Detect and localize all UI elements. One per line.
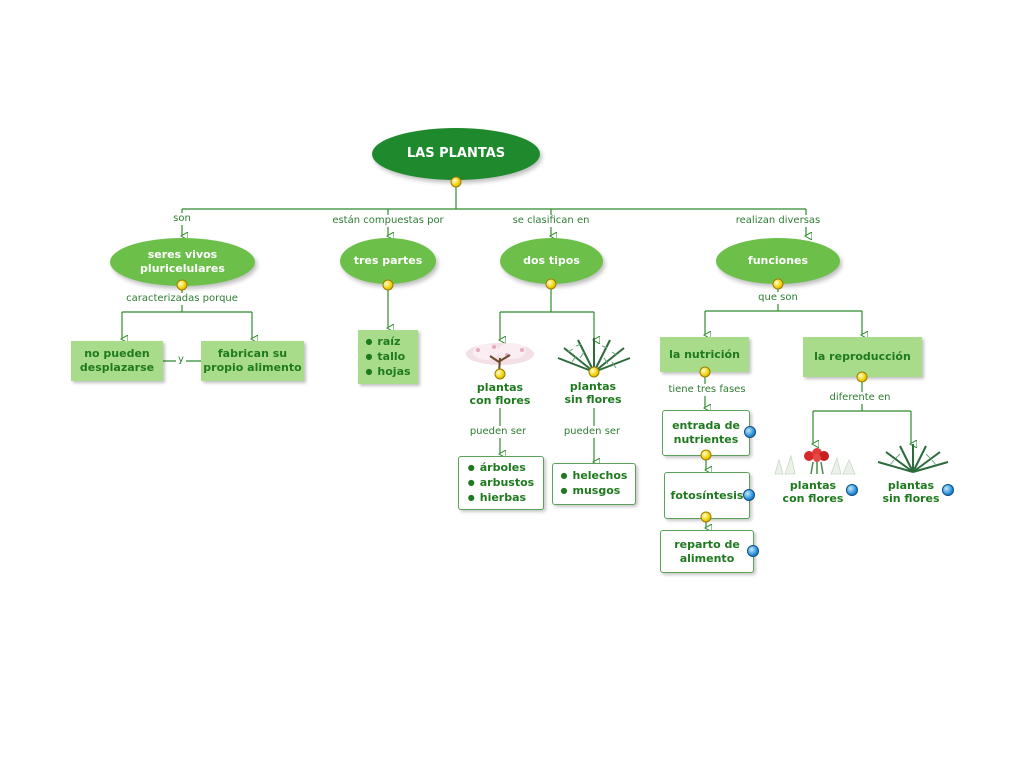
sin-flores-list: helechos musgos [561, 469, 628, 499]
link-label-pueden-ser-sin: pueden ser [561, 426, 623, 438]
node-dos-tipos-label: dos tipos [523, 254, 580, 267]
list-item: hojas [365, 365, 410, 380]
connector-knob-icon[interactable] [545, 278, 557, 290]
info-link-icon[interactable] [743, 489, 755, 501]
connector-knob-icon[interactable] [699, 366, 711, 378]
node-plantas-con-flores[interactable]: plantas con flores [469, 381, 531, 407]
node-repro-con-flores[interactable]: plantas con flores [782, 479, 844, 505]
link-label-pueden-ser-con: pueden ser [467, 426, 529, 438]
node-helechos-list[interactable]: helechos musgos [552, 463, 636, 505]
list-item: hierbas [468, 491, 534, 506]
link-label-realizan: realizan diversas [733, 215, 823, 227]
root-title: LAS PLANTAS [406, 146, 506, 161]
list-item: raíz [365, 335, 410, 350]
node-repro-sin-flores[interactable]: plantas sin flores [882, 479, 940, 505]
node-tres-partes[interactable]: tres partes [340, 238, 436, 284]
connector-knob-icon[interactable] [494, 368, 506, 380]
list-item: helechos [561, 469, 628, 484]
fase-label: reparto de alimento [674, 537, 740, 565]
info-link-icon[interactable] [942, 484, 954, 496]
link-label-diferente-en: diferente en [827, 392, 893, 404]
node-nutricion-label: la nutrición [669, 347, 740, 361]
node-la-nutricion[interactable]: la nutrición [660, 337, 749, 372]
node-fabrican-label: fabrican su propio alimento [203, 347, 302, 374]
fase-label: fotosíntesis [670, 488, 744, 502]
info-link-icon[interactable] [846, 484, 858, 496]
connector-knob-icon[interactable] [700, 449, 712, 461]
node-dos-tipos[interactable]: dos tipos [500, 238, 603, 284]
connector-knob-icon[interactable] [450, 176, 462, 188]
con-flores-list: árboles arbustos hierbas [468, 461, 534, 506]
node-reparto-alimento[interactable]: reparto de alimento [660, 530, 754, 573]
node-tres-partes-label: tres partes [353, 254, 423, 267]
node-funciones-label: funciones [747, 254, 809, 267]
fase-label: entrada de nutrientes [672, 419, 740, 446]
connector-knob-icon[interactable] [588, 366, 600, 378]
node-no-pueden-label: no pueden desplazarse [79, 347, 155, 374]
node-plantas-sin-flores[interactable]: plantas sin flores [564, 380, 622, 406]
link-label-son: son [171, 213, 193, 225]
node-seres-vivos-label: seres vivos pluricelulares [140, 248, 225, 275]
list-item: árboles [468, 461, 534, 476]
connector-knob-icon[interactable] [856, 371, 868, 383]
fern-plant-icon [877, 444, 949, 473]
node-fabrican-alimento[interactable]: fabrican su propio alimento [201, 341, 304, 381]
list-item: tallo [365, 350, 410, 365]
root-node-las-plantas[interactable]: LAS PLANTAS [372, 128, 540, 180]
node-partes-list[interactable]: raíz tallo hojas [358, 330, 418, 384]
node-funciones[interactable]: funciones [716, 238, 840, 284]
link-label-clasifican: se clasifican en [510, 215, 592, 227]
link-label-y: y [176, 354, 186, 366]
node-reproduccion-label: la reproducción [814, 350, 911, 363]
connector-knob-icon[interactable] [382, 279, 394, 291]
link-label-tres-fases: tiene tres fases [666, 384, 748, 396]
node-seres-vivos[interactable]: seres vivos pluricelulares [110, 238, 255, 286]
info-link-icon[interactable] [747, 545, 759, 557]
link-label-compuestas: están compuestas por [330, 215, 446, 227]
node-no-pueden-desplazarse[interactable]: no pueden desplazarse [71, 341, 163, 381]
list-item: arbustos [468, 476, 534, 491]
connector-knob-icon[interactable] [176, 279, 188, 291]
link-label-que-son: que son [756, 292, 800, 304]
list-item: musgos [561, 484, 628, 499]
connector-knob-icon[interactable] [700, 511, 712, 523]
node-arboles-list[interactable]: árboles arbustos hierbas [458, 456, 544, 510]
connector-knob-icon[interactable] [772, 278, 784, 290]
blossom-tree-icon [466, 343, 534, 374]
node-la-reproduccion[interactable]: la reproducción [803, 337, 922, 377]
info-link-icon[interactable] [744, 426, 756, 438]
link-label-caracterizadas: caracterizadas porque [124, 293, 240, 305]
flower-plant-icon [774, 448, 856, 475]
partes-list: raíz tallo hojas [365, 335, 410, 380]
